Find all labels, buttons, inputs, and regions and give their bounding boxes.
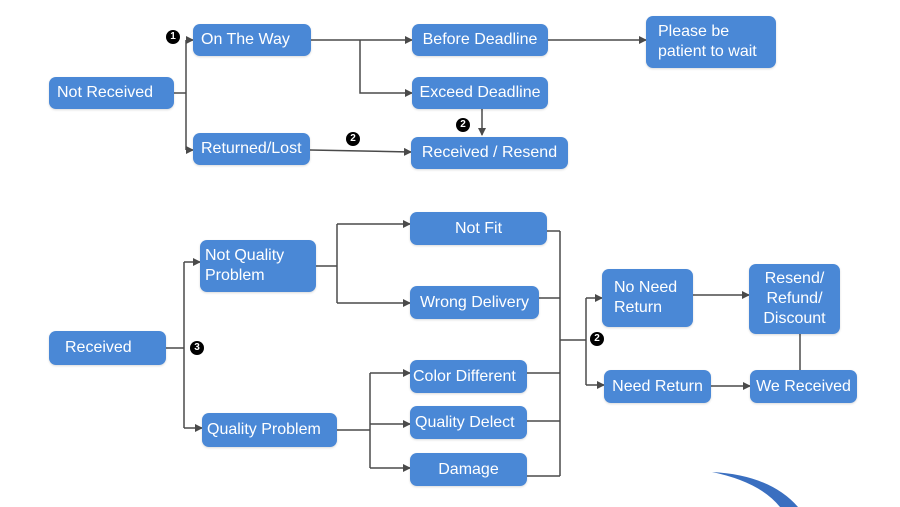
node-not-received: Not Received (49, 77, 174, 109)
node-we-received: We Received (750, 370, 857, 403)
node-not-fit: Not Fit (410, 212, 547, 245)
node-damage: Damage (410, 453, 527, 486)
node-wrong-delivery: Wrong Delivery (410, 286, 539, 319)
node-before-deadline: Before Deadline (412, 24, 548, 56)
node-please-wait: Please be patient to wait (646, 16, 776, 68)
decorative-arc (712, 472, 798, 507)
node-received: Received (49, 331, 166, 365)
node-returned-lost: Returned/Lost (193, 133, 310, 165)
edge-on-the-way-to-exceed (359, 40, 413, 97)
step-marker-3: 3 (190, 341, 204, 355)
node-quality-problem: Quality Problem (202, 413, 337, 447)
node-not-quality-problem: Not Quality Problem (200, 240, 316, 292)
node-quality-delect: Quality Delect (410, 406, 527, 439)
step-marker-2-bottom: 2 (590, 332, 604, 346)
node-on-the-way: On The Way (193, 24, 311, 56)
node-exceed-deadline: Exceed Deadline (412, 77, 548, 109)
step-marker-2-top-left: 2 (346, 132, 360, 146)
node-need-return: Need Return (604, 370, 711, 403)
edge-returned-to-resend (309, 147, 412, 156)
node-resend-refund-discount: Resend/ Refund/ Discount (749, 264, 840, 334)
node-no-need-return: No Need Return (602, 269, 693, 327)
step-marker-1: 1 (166, 30, 180, 44)
node-color-different: Color Different (410, 360, 527, 393)
node-received-resend: Received / Resend (411, 137, 568, 169)
step-marker-2-top-right: 2 (456, 118, 470, 132)
